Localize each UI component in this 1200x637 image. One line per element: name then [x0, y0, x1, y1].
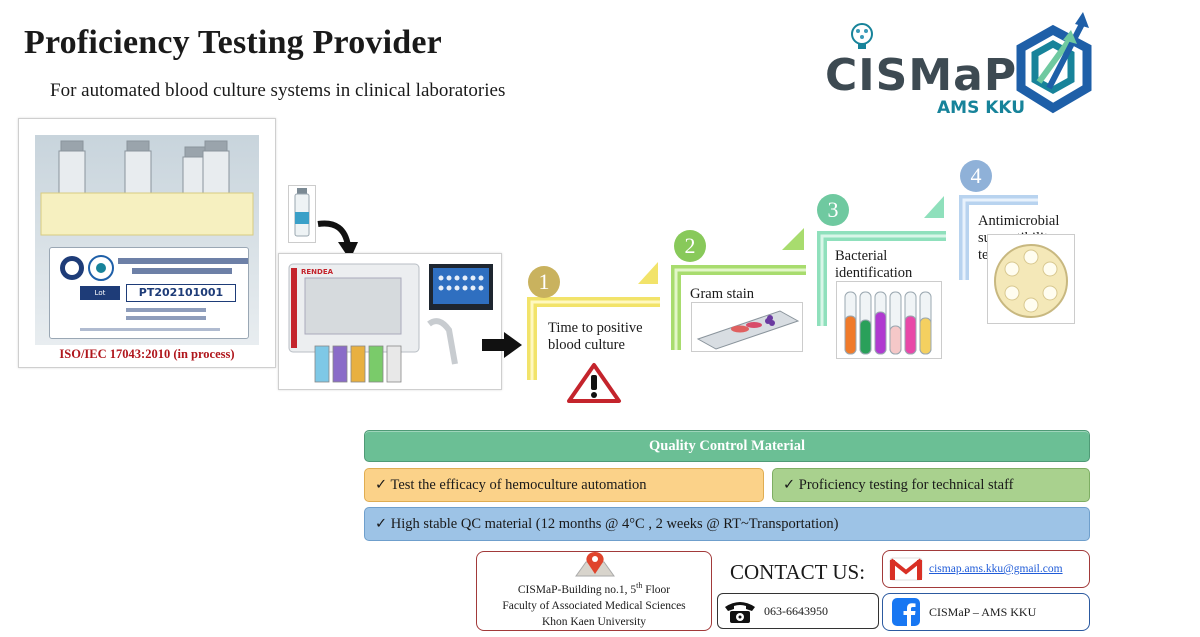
contact-heading: CONTACT US: — [730, 560, 866, 584]
step-1-label: Time to positive blood culture — [548, 320, 643, 353]
biochemical-tubes-image — [836, 281, 942, 359]
address-line-1: CISMaP-Building no.1, 5th Floor — [517, 581, 671, 596]
instrument-brand: RENDEA — [301, 268, 334, 276]
logo-graphic — [851, 12, 1092, 114]
label-storage-text — [126, 308, 206, 312]
warning-icon — [567, 363, 621, 403]
email-address[interactable]: cismap.ams.kku@gmail.com — [929, 563, 1063, 575]
step-3-label: Bacterial identification — [835, 248, 913, 281]
logo-subtext: AMS KKU — [937, 98, 1026, 118]
qc-item-efficacy: ✓ Test the efficacy of hemoculture autom… — [364, 468, 764, 502]
cismap-logo: CISMaP AMS KKU — [825, 8, 1095, 120]
vial-icon — [294, 188, 310, 237]
label-thai-text-2 — [132, 268, 232, 274]
test-tubes-icon — [844, 291, 932, 355]
petri-dish-icon — [994, 244, 1068, 318]
blood-culture-instrument-photo: RENDEA — [278, 253, 502, 390]
step-staircase — [527, 195, 1038, 380]
qc-item-proficiency: ✓ Proficiency testing for technical staf… — [772, 468, 1090, 502]
slide-icon — [696, 310, 800, 350]
lot-number-label: Lot Number — [80, 286, 120, 311]
address-line-3: Khon Kaen University — [541, 615, 647, 628]
curved-arrow-icon — [317, 220, 358, 260]
cismap-badge-icon — [88, 255, 114, 281]
page-subtitle: For automated blood culture systems in c… — [50, 80, 506, 101]
qc-item-stability: ✓ High stable QC material (12 months @ 4… — [364, 507, 1090, 541]
label-storage-text-2 — [126, 316, 206, 320]
label-fine-print — [80, 328, 220, 331]
vials-image — [40, 140, 254, 236]
logo-wordmark: CISMaP — [825, 50, 1018, 101]
gmail-icon — [889, 557, 923, 581]
product-photo: Lot Number PT202101001 — [18, 118, 276, 368]
step-2-number: 2 — [674, 230, 706, 262]
label-thai-text-1 — [118, 258, 248, 264]
instrument-image — [288, 263, 493, 383]
facebook-icon — [892, 598, 920, 626]
single-vial-image — [288, 185, 316, 243]
step-1-number: 1 — [528, 266, 560, 298]
step-2-label: Gram stain — [690, 286, 755, 302]
facebook-link[interactable]: CISMaP – AMS KKU — [882, 593, 1090, 631]
phone-contact[interactable]: 063-6643950 — [717, 593, 879, 629]
email-link[interactable]: cismap.ams.kku@gmail.com — [882, 550, 1090, 588]
right-arrow-icon — [482, 332, 522, 358]
step-4-number: 4 — [960, 160, 992, 192]
lot-number-value: PT202101001 — [126, 284, 236, 302]
address-box: CISMaP-Building no.1, 5th Floor Faculty … — [476, 551, 712, 631]
phone-number[interactable]: 063-6643950 — [764, 603, 828, 618]
address-line-2: Faculty of Associated Medical Sciences — [502, 599, 686, 612]
product-label: Lot Number PT202101001 — [49, 247, 249, 339]
map-pin-icon — [575, 552, 615, 577]
accreditation-note: ISO/IEC 17043:2010 (in process) — [59, 347, 235, 361]
product-photo-scene: Lot Number PT202101001 — [35, 135, 259, 345]
susceptibility-plate-image — [987, 234, 1075, 324]
telephone-icon — [725, 602, 755, 623]
university-seal-icon — [60, 256, 84, 280]
gram-stain-slide-image — [691, 302, 803, 352]
step-3-number: 3 — [817, 194, 849, 226]
qc-heading-banner: Quality Control Material — [364, 430, 1090, 462]
page-title: Proficiency Testing Provider — [24, 24, 442, 61]
facebook-page-name[interactable]: CISMaP – AMS KKU — [929, 604, 1037, 619]
